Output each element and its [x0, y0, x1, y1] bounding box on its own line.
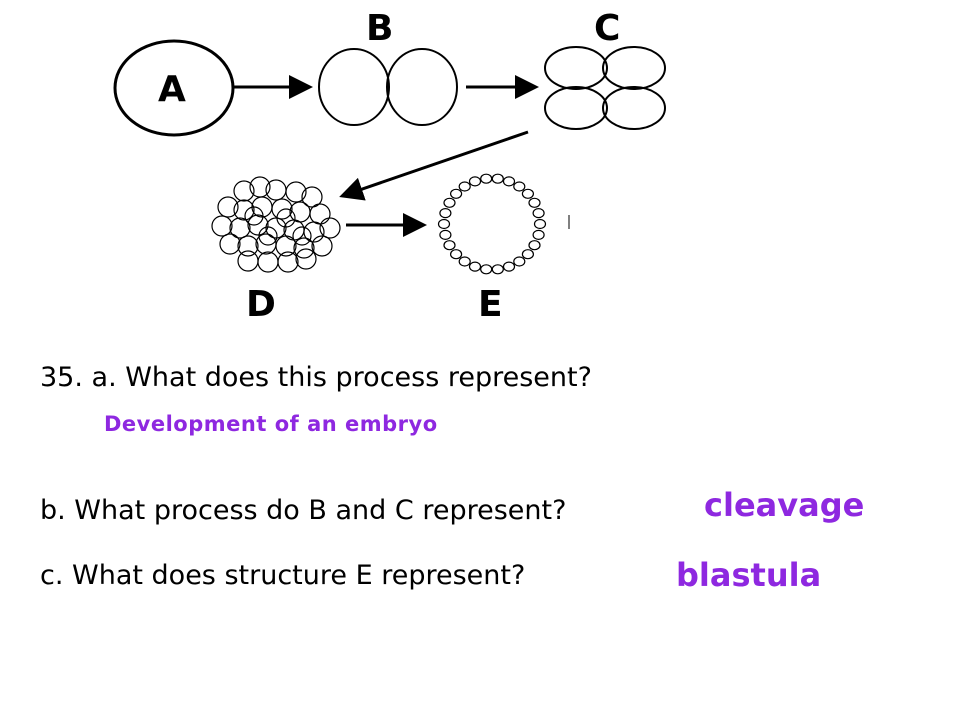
- label-b: B: [366, 8, 393, 49]
- stage-b-two-cell: [318, 48, 458, 126]
- label-c: C: [594, 8, 620, 49]
- blastula-cell: [502, 261, 516, 272]
- blastula-cell: [491, 264, 504, 275]
- question-b: b. What process do B and C represent?: [40, 495, 567, 526]
- blastula-cell: [521, 188, 535, 199]
- blastula-cell: [468, 261, 482, 272]
- blastula-cell: [458, 181, 471, 192]
- blastula-cell: [439, 229, 452, 240]
- blastula-cell: [513, 181, 526, 192]
- answer-c: blastula: [676, 556, 822, 594]
- blastula-cell: [480, 264, 493, 275]
- blastula-cell: [468, 176, 482, 187]
- stage-d-morula: [211, 176, 341, 273]
- question-c: c. What does structure E represent?: [40, 560, 526, 591]
- blastula-cell: [533, 218, 547, 230]
- blastula-cell: [437, 218, 451, 230]
- blastula-cell: [528, 197, 541, 208]
- blastula-cell: [443, 197, 456, 208]
- blastula-cell: [443, 240, 456, 251]
- answer-a: Development of an embryo: [104, 412, 438, 436]
- blastula-cell: [439, 208, 452, 219]
- blastula-cell: [532, 208, 545, 219]
- label-e: E: [478, 284, 503, 325]
- question-a: 35. a. What does this process represent?: [40, 362, 592, 393]
- stage-e-blastula: [437, 173, 547, 275]
- blastula-cell: [532, 229, 545, 240]
- label-a: A: [158, 69, 186, 110]
- blastula-cell: [450, 249, 463, 260]
- embryo-development-diagram: A B C D E: [113, 8, 666, 325]
- stage-c-four-cell: [544, 46, 666, 130]
- blastula-cell: [513, 256, 526, 267]
- blastula-cell: [521, 249, 535, 260]
- blastula-cell: [528, 240, 541, 251]
- blastula-cell: [480, 173, 493, 184]
- blastula-cell: [502, 176, 516, 187]
- blastula-cell: [450, 188, 463, 199]
- arrow-c-to-d: [339, 130, 529, 201]
- blastula-cell: [458, 256, 471, 267]
- label-d: D: [246, 284, 276, 325]
- blastula-cell: [491, 173, 504, 184]
- answer-b: cleavage: [704, 486, 865, 524]
